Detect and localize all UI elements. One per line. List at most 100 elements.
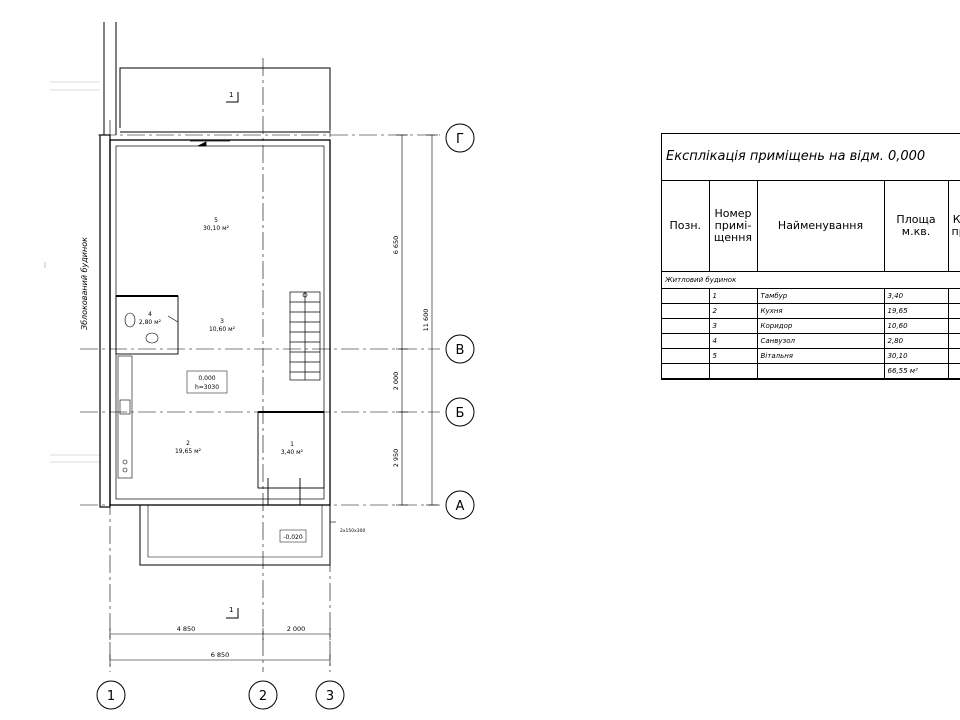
party-wall (99, 22, 117, 508)
room-2-number: 2 (186, 440, 190, 447)
table-row: 2 Кухня 19,65 (662, 303, 960, 319)
table-row: 3 Коридор 10,60 (662, 318, 960, 334)
room-3-number: 3 (220, 318, 224, 325)
north-window-mark (190, 140, 230, 147)
entrance-level-mark: -0,020 (279, 529, 307, 543)
cell-category (947, 303, 960, 319)
section-mark-bottom: 1 (229, 606, 233, 614)
explication-table: Експлікація приміщень на відм. 0,000 Поз… (661, 133, 960, 380)
dim-4850: 4 850 (177, 625, 196, 633)
cell-area: 19,65 (883, 303, 949, 319)
cell-pozn (662, 318, 710, 334)
cell-number (708, 363, 758, 379)
room-4-area: 2,80 м² (139, 319, 162, 326)
room-3-area: 10,60 м² (209, 326, 236, 333)
axis-label-V: В (456, 343, 465, 358)
header-category: Кат. приміщ. (947, 181, 960, 272)
explication-title: Експлікація приміщень на відм. 0,000 (662, 134, 960, 181)
neighbor-label: Зблокований будинок (80, 237, 89, 330)
cell-name: Кухня (756, 303, 885, 319)
cell-name: Санвузол (756, 333, 885, 349)
cell-name: Вітальня (756, 348, 885, 364)
entrance-porch (139, 505, 336, 566)
cell-pozn (662, 363, 710, 379)
axis-label-2: 2 (259, 689, 267, 704)
cell-category (947, 318, 960, 334)
axis-marker-A (445, 490, 475, 520)
dim-11600: 11 600 (422, 309, 430, 332)
axis-label-B: Б (456, 406, 465, 421)
cell-number: 5 (708, 348, 758, 364)
axis-lines (80, 58, 440, 672)
kitchen-counter (117, 355, 133, 479)
dim-6850: 6 850 (211, 651, 230, 659)
room-5-area: 30,10 м² (203, 225, 230, 232)
axis-label-3: 3 (326, 689, 334, 704)
bottom-dimension-lines (109, 628, 331, 666)
entrance-level-value: -0,020 (283, 534, 303, 541)
room-1-area: 3,40 м² (281, 449, 304, 456)
room-2-area: 19,65 м² (175, 448, 202, 455)
staircase (289, 291, 321, 381)
cell-category (947, 348, 960, 364)
cell-area: 2,80 (883, 333, 949, 349)
header-room-number: Номер примі-щення (708, 181, 758, 272)
axis-marker-1 (96, 680, 126, 710)
table-row: 4 Санвузол 2,80 (662, 333, 960, 349)
cell-name: Коридор (756, 318, 885, 334)
level-mark: 0,000 h=3030 (186, 370, 228, 394)
cell-name (756, 363, 885, 379)
section-marks (226, 92, 239, 619)
group-label: Житловий будинок (662, 271, 960, 289)
dim-2000-v: 2 000 (392, 372, 400, 391)
cell-area: 10,60 (883, 318, 949, 334)
header-area: Площа м.кв. (883, 181, 949, 272)
axis-marker-3 (315, 680, 345, 710)
cell-pozn (662, 303, 710, 319)
cell-area: 3,40 (883, 288, 949, 304)
table-header-row: Позн. Номер примі-щення Найменування Пло… (662, 181, 960, 272)
axis-marker-G (445, 123, 475, 153)
section-mark-top: 1 (229, 91, 233, 99)
axis-marker-2 (248, 680, 278, 710)
cell-pozn (662, 348, 710, 364)
room-1-number: 1 (290, 441, 294, 448)
right-dimension-lines (396, 134, 438, 506)
neighbor-building (44, 81, 100, 463)
room-5-number: 5 (214, 217, 218, 224)
table-row: 5 Вітальня 30,10 (662, 348, 960, 364)
table-total-row: 66,55 м² (662, 363, 960, 379)
cell-category (947, 288, 960, 304)
explication-grid: Позн. Номер примі-щення Найменування Пло… (662, 181, 960, 379)
axis-label-A: А (456, 499, 465, 514)
table-row: 1 Тамбур 3,40 (662, 288, 960, 304)
header-name: Найменування (756, 181, 885, 272)
steps-note: 2х150х300 (340, 528, 366, 534)
level-value: 0,000 (198, 375, 215, 382)
axis-markers (96, 123, 475, 710)
dim-2000-h: 2 000 (287, 625, 306, 633)
dim-2950: 2 950 (392, 449, 400, 468)
cell-number: 2 (708, 303, 758, 319)
cell-category (947, 333, 960, 349)
cell-pozn (662, 288, 710, 304)
axis-label-1: 1 (107, 689, 115, 704)
total-area: 66,55 м² (883, 363, 949, 379)
north-terrace (119, 67, 331, 133)
cell-number: 3 (708, 318, 758, 334)
header-pozn: Позн. (662, 181, 710, 272)
axis-label-G: Г (456, 132, 464, 147)
cell-number: 4 (708, 333, 758, 349)
dim-6650: 6 650 (392, 236, 400, 255)
axis-marker-V (445, 334, 475, 364)
axis-marker-B (445, 397, 475, 427)
cell-category (947, 363, 960, 379)
room-4-number: 4 (148, 311, 152, 318)
cell-name: Тамбур (756, 288, 885, 304)
cell-pozn (662, 333, 710, 349)
cell-number: 1 (708, 288, 758, 304)
level-height: h=3030 (195, 384, 219, 391)
table-group-row: Житловий будинок (662, 271, 960, 289)
bathroom-fixtures (124, 312, 179, 344)
